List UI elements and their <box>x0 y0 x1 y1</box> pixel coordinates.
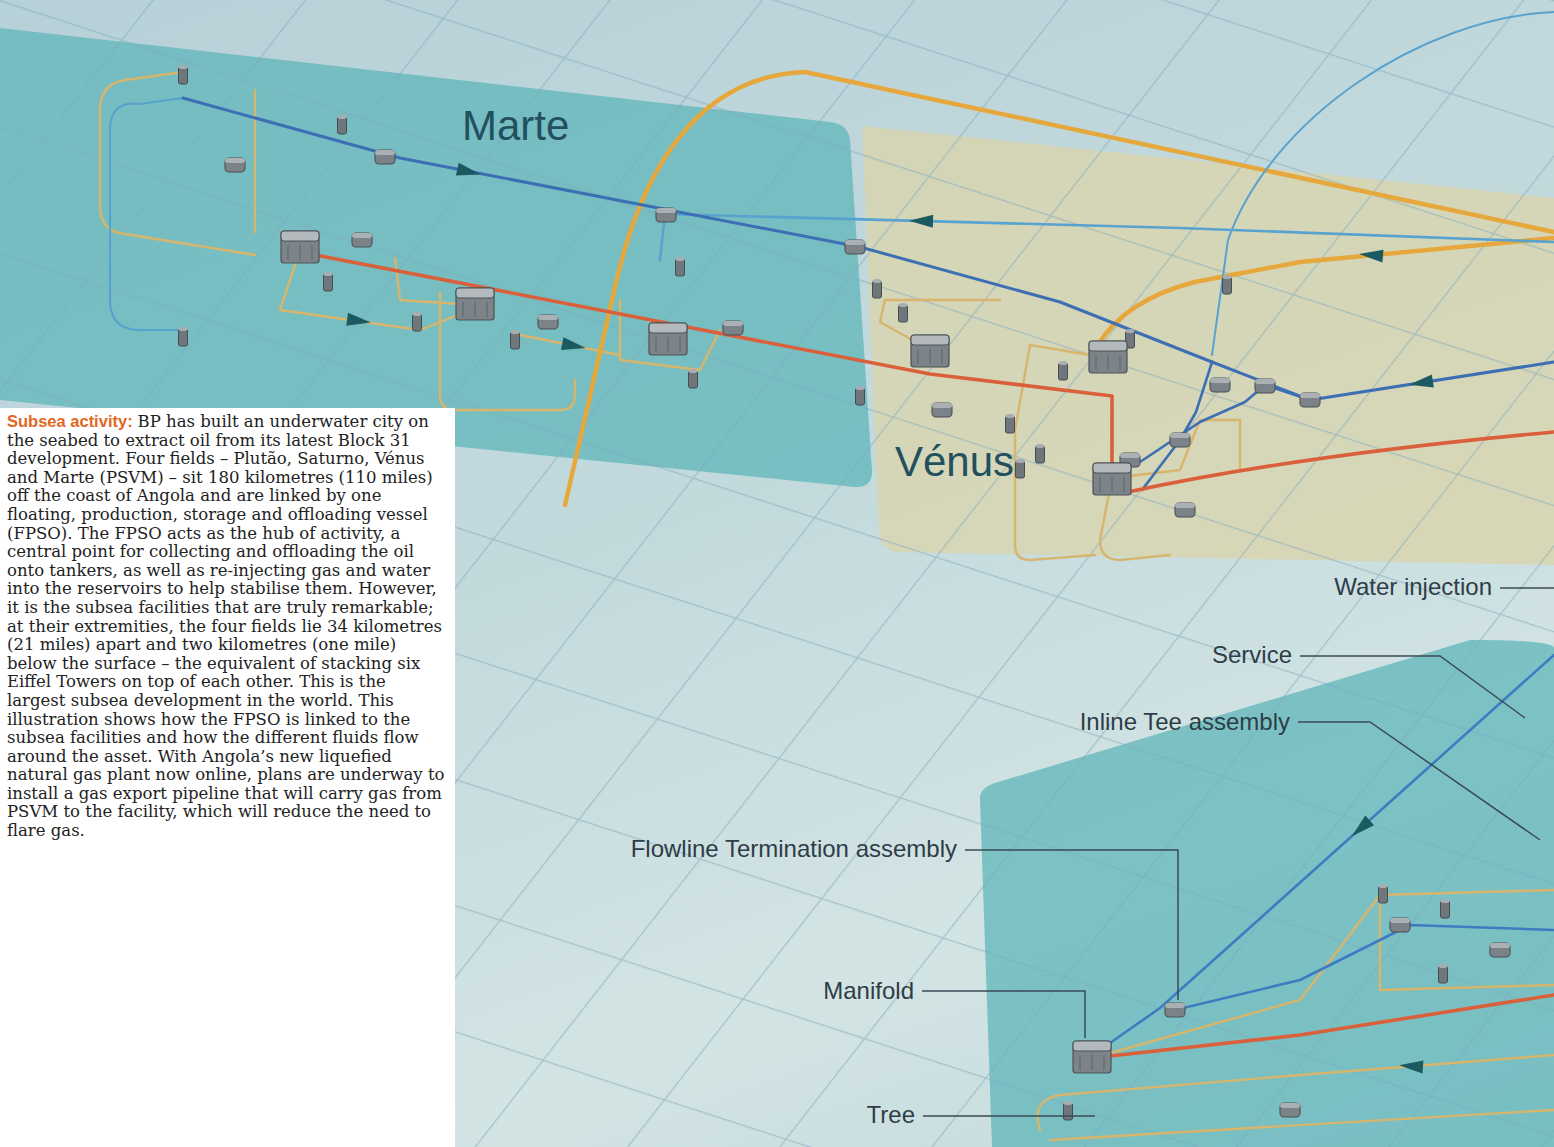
inline-tees <box>1175 503 1195 517</box>
trees <box>1016 459 1025 478</box>
inline-tees <box>932 403 952 417</box>
trees <box>413 312 422 331</box>
flowline-loops <box>1038 1055 1554 1130</box>
manifolds <box>456 288 494 320</box>
caption-box: Subsea activity:BP has built an underwat… <box>0 408 455 1147</box>
flow-arrows <box>1408 375 1434 392</box>
trees <box>689 369 698 388</box>
trees <box>511 330 520 349</box>
water-pipelines <box>110 98 183 330</box>
inline-tees <box>538 315 558 329</box>
trees <box>1036 444 1045 463</box>
leader-lines <box>922 991 1085 1038</box>
trees <box>338 115 347 134</box>
callout-label: Inline Tee assembly <box>1080 708 1290 736</box>
trees <box>179 327 188 346</box>
flowline-loops <box>1050 1110 1554 1140</box>
inline-tees <box>723 321 743 335</box>
trees <box>1059 361 1068 380</box>
gas-pipelines <box>565 72 1554 505</box>
flowline-loops <box>1015 345 1108 560</box>
flow-arrows <box>561 337 587 354</box>
callout-label: Service <box>1212 641 1292 669</box>
inline-tees <box>1170 433 1190 447</box>
water-pipelines <box>1140 385 1310 462</box>
flowline-loops <box>1092 890 1554 1058</box>
flowline-loops <box>620 300 720 370</box>
leader-lines <box>1300 656 1525 718</box>
trees <box>179 65 188 84</box>
inline-tees <box>225 158 245 172</box>
gas-pipelines <box>565 72 1554 505</box>
callout-label: Tree <box>867 1101 915 1129</box>
water-pipelines <box>1212 362 1554 400</box>
inline-tees <box>1210 378 1230 392</box>
manifolds <box>649 323 687 355</box>
oil-pipelines <box>1092 995 1554 1058</box>
inline-tees <box>352 233 372 247</box>
leader-lines <box>922 588 1554 1116</box>
trees <box>899 303 908 322</box>
flow-arrows <box>456 163 482 181</box>
leader-lines <box>1298 722 1540 840</box>
trees <box>1006 414 1015 433</box>
trees <box>1441 899 1450 918</box>
gas-pipelines <box>1098 238 1554 345</box>
flow-arrows <box>909 214 933 228</box>
trees <box>1064 1101 1073 1120</box>
callout-label: Water injection <box>1334 573 1492 601</box>
flow-arrows <box>1347 815 1374 841</box>
trees <box>1379 884 1388 903</box>
manifolds <box>1093 463 1131 495</box>
flow-arrows <box>1399 1059 1424 1074</box>
trees <box>1223 275 1232 294</box>
trees <box>324 272 333 291</box>
trees <box>676 257 685 276</box>
leader-lines <box>1500 587 1554 589</box>
inline-tees <box>1280 1103 1300 1117</box>
oil-pipelines <box>300 252 1554 1058</box>
water-pipelines <box>1142 362 1212 490</box>
oil-pipelines <box>1112 432 1554 492</box>
inline-tees <box>1490 943 1510 957</box>
leader-lines <box>923 1115 1095 1117</box>
callout-label: Manifold <box>823 977 914 1005</box>
trees <box>856 386 865 405</box>
water-pipelines <box>183 98 1212 362</box>
flow-arrows <box>346 313 372 329</box>
flowline-loops <box>254 90 256 232</box>
manifolds <box>1089 341 1127 373</box>
water-pipelines <box>1175 925 1554 1010</box>
manifolds <box>911 335 949 367</box>
inline-tees <box>1255 379 1275 393</box>
trees <box>1439 964 1448 983</box>
caption-paragraph: Subsea activity:BP has built an underwat… <box>7 412 445 841</box>
water-pipelines <box>660 214 1554 260</box>
inline-tees <box>1300 393 1320 407</box>
caption-text: BP has built an underwater city on the s… <box>7 412 445 840</box>
flow-arrows <box>346 163 1434 1074</box>
inline-tees <box>845 240 865 254</box>
field-name: Vénus <box>895 438 1014 486</box>
inline-tees <box>375 150 395 164</box>
water-pipelines <box>1212 12 1554 355</box>
inline-tees <box>1390 918 1410 932</box>
leader-lines <box>965 850 1178 1000</box>
manifolds <box>1073 1041 1111 1073</box>
flow-arrows <box>1358 248 1383 263</box>
callout-label: Flowline Termination assembly <box>631 835 957 863</box>
inline-tees <box>1165 1003 1185 1017</box>
manifolds <box>281 231 319 263</box>
caption-heading: Subsea activity: <box>7 412 133 430</box>
inline-tees <box>656 208 676 222</box>
field-name: Marte <box>462 102 569 150</box>
trees <box>873 279 882 298</box>
flowline-loops <box>1380 895 1554 990</box>
